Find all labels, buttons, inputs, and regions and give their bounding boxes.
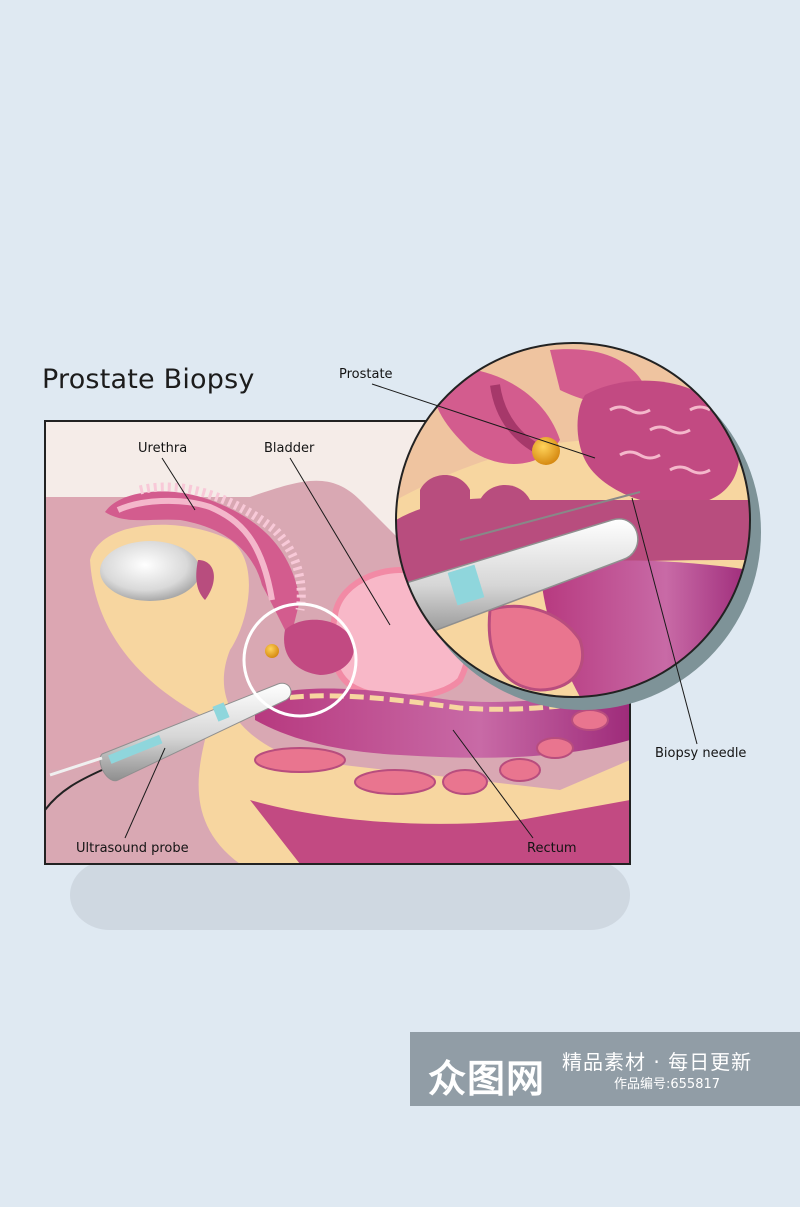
leader-rectum bbox=[452, 729, 534, 839]
watermark-text: 精品素材 · 每日更新 bbox=[562, 1050, 753, 1074]
magnifier-circle-small bbox=[242, 602, 358, 718]
zoom-detail bbox=[396, 343, 750, 697]
label-rectum: Rectum bbox=[527, 841, 577, 856]
leader-prostate bbox=[371, 383, 596, 459]
label-biopsy-needle: Biopsy needle bbox=[655, 746, 747, 761]
leader-ultrasound bbox=[124, 747, 166, 839]
urethra-shape bbox=[105, 491, 300, 640]
prostate-nodule bbox=[532, 437, 560, 465]
leader-urethra bbox=[161, 457, 196, 511]
biopsy-needle-shape bbox=[459, 491, 641, 541]
prostate-nodule-small bbox=[265, 644, 279, 658]
label-bladder: Bladder bbox=[264, 441, 315, 456]
label-prostate: Prostate bbox=[339, 367, 393, 382]
panel-shadow bbox=[70, 860, 630, 930]
zoom-circle-border bbox=[395, 342, 751, 698]
watermark-logo: 众图网 bbox=[428, 1057, 546, 1101]
ultrasound-probe-shape bbox=[99, 682, 292, 782]
pubic-bone bbox=[100, 541, 200, 601]
label-ultrasound-probe: Ultrasound probe bbox=[76, 841, 189, 856]
watermark-code: 作品编号:655817 bbox=[614, 1077, 721, 1092]
page-title: Prostate Biopsy bbox=[42, 364, 255, 395]
label-urethra: Urethra bbox=[138, 441, 188, 456]
leader-bladder bbox=[289, 457, 391, 626]
watermark-banner bbox=[410, 1032, 800, 1106]
leader-biopsy-needle bbox=[631, 497, 698, 745]
